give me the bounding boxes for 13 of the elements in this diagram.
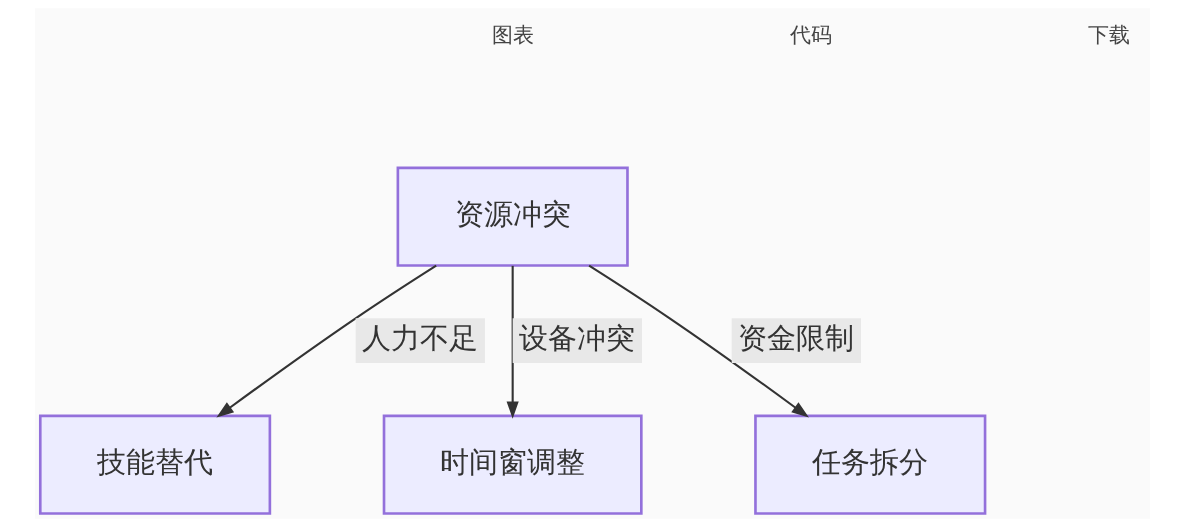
label: 下载 — [1088, 22, 1131, 48]
edge-label: 资金限制 — [738, 321, 855, 356]
arrow — [588, 264, 809, 418]
label: 代码 — [789, 22, 832, 48]
arrow — [216, 264, 437, 418]
node-box: 时间窗调整 — [382, 414, 643, 515]
arrow — [506, 265, 519, 419]
edge-label: 设备冲突 — [519, 321, 636, 356]
node-box: 资源冲突 — [396, 166, 629, 267]
node-box: 任务拆分 — [754, 414, 987, 515]
edge-label: 人力不足 — [362, 321, 479, 356]
label: 图表 — [491, 22, 534, 48]
node-box: 技能替代 — [38, 414, 272, 515]
